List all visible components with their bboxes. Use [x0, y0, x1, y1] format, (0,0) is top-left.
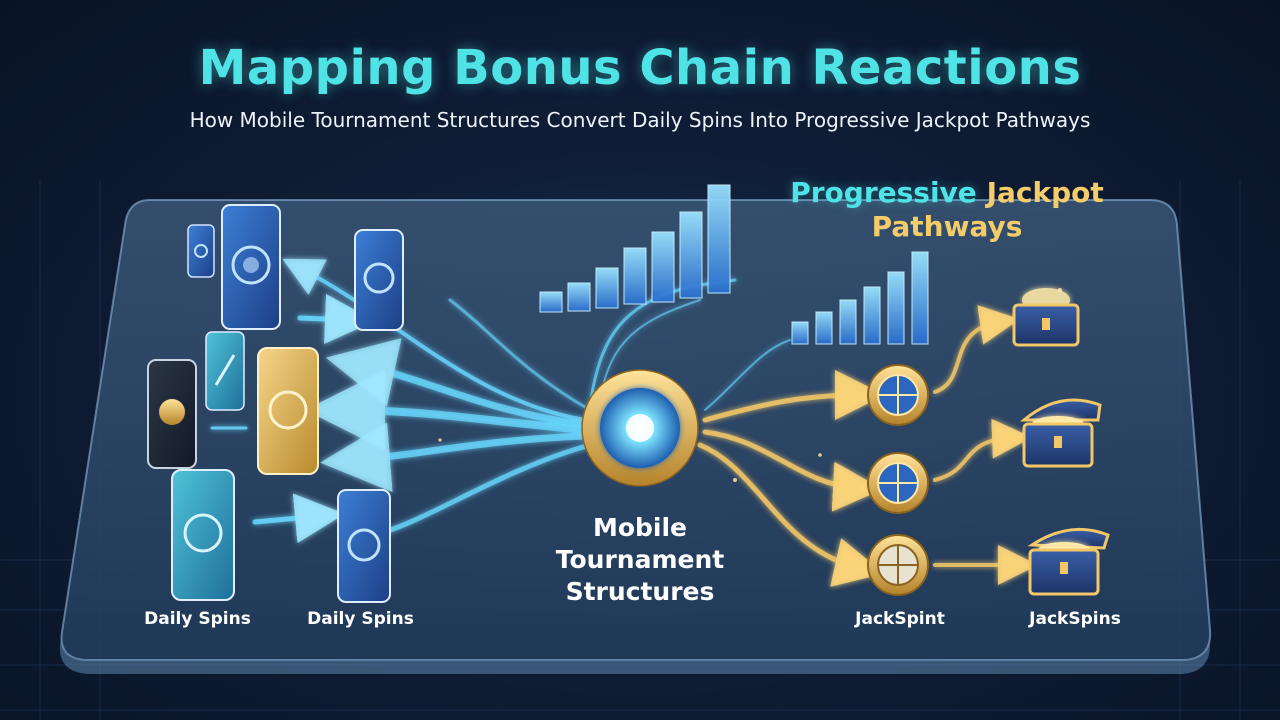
- treasure-chest-icon: [1019, 398, 1102, 468]
- label-chest: JackSpins: [1029, 609, 1121, 629]
- flow-streams-gold: [697, 305, 1038, 587]
- hub-label: Mobile Tournament Structures: [530, 512, 750, 608]
- phone-icon: [187, 224, 215, 278]
- label-daily-spins: Daily Spins: [307, 609, 414, 629]
- gear-icon: [581, 369, 699, 487]
- hub-label-line: Mobile: [592, 513, 688, 542]
- phone-icon: [354, 229, 404, 331]
- phone-icon: [337, 489, 391, 603]
- treasure-chest-icon: [1027, 527, 1110, 596]
- pathway-title: Progressive Jackpot Pathways: [782, 176, 1112, 244]
- wheel-icon: [867, 534, 929, 596]
- hub-label-line: Tournament: [555, 545, 725, 574]
- label-wheel: JackSpint: [855, 609, 945, 629]
- label-daily-spins: Daily Spins: [144, 609, 251, 629]
- hub-label-line: Structures: [565, 577, 715, 606]
- phone-icon: [147, 359, 197, 469]
- phone-icon: [221, 204, 281, 330]
- pathway-title-word-1: Progressive: [790, 176, 977, 209]
- treasure-chest-icon: [1012, 288, 1080, 347]
- phone-icon: [171, 469, 235, 601]
- bar-chart-icon: [539, 184, 731, 313]
- pathway-title-word-2: Jackpot: [986, 176, 1104, 209]
- page-title: Mapping Bonus Chain Reactions: [198, 40, 1082, 96]
- sparkles: [438, 288, 1062, 482]
- phone-icon: [257, 347, 319, 475]
- phone-icon: [205, 331, 245, 411]
- wheel-icon: [867, 364, 929, 426]
- bar-chart-icon: [791, 251, 929, 345]
- page-subtitle: How Mobile Tournament Structures Convert…: [189, 108, 1091, 132]
- flow-streams-blue: [210, 258, 737, 544]
- wheel-icon: [867, 452, 929, 514]
- pathway-title-line-2: Pathways: [871, 210, 1023, 243]
